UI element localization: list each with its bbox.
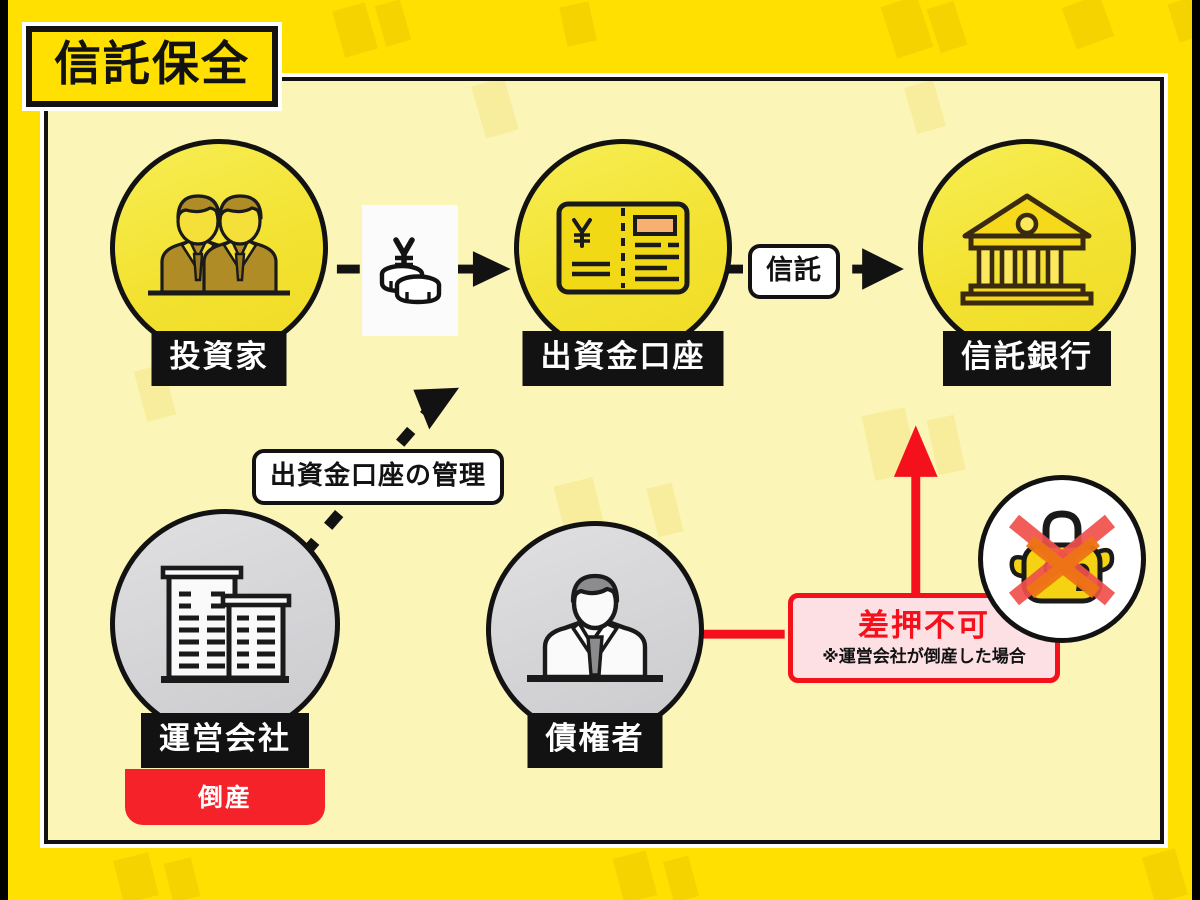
trust-bank-label: 信託銀行 [943, 331, 1111, 386]
arrow-operator-manages-account [300, 387, 460, 558]
title-badge-inner: 信託保全 [26, 26, 278, 107]
watermark-shape [163, 857, 201, 900]
operating-company-label: 運営会社 [141, 713, 309, 768]
bank-building-icon [960, 193, 1094, 306]
watermark-shape [663, 855, 699, 900]
bankbook-icon [556, 201, 690, 295]
watermark-shape [1061, 0, 1115, 50]
investment-account-circle [514, 139, 732, 357]
diagram-panel-inner: 投資家 [44, 77, 1164, 844]
crossed-out-padlock-icon [1008, 510, 1116, 606]
watermark-shape [1142, 848, 1188, 900]
money-transfer-icon-card [362, 205, 458, 336]
businessman-icon [527, 573, 663, 682]
node-investor[interactable]: 投資家 [110, 139, 328, 386]
investment-account-label: 出資金口座 [522, 331, 724, 386]
arrow-creditor-seizure-blocked [703, 425, 938, 639]
trust-connector-text: 信託 [766, 255, 822, 286]
investor-circle [110, 139, 328, 357]
watermark-shape [1167, 0, 1192, 43]
watermark-shape [559, 1, 597, 47]
seizure-warning-subtitle: ※運営会社が倒産した場合 [822, 646, 1026, 667]
arrow-trust-to-bank [852, 248, 904, 290]
account-management-text: 出資金口座の管理 [270, 461, 487, 491]
creditor-label: 債権者 [527, 713, 663, 768]
node-operating-company[interactable]: 運営会社 倒産 [110, 509, 340, 825]
trust-connector-label: 信託 [748, 244, 840, 299]
seizure-warning-title: 差押不可 [858, 607, 990, 644]
watermark-shape [612, 850, 658, 900]
yen-coins-icon [379, 236, 442, 304]
two-businessmen-icon [148, 194, 290, 296]
crossed-padlock-bubble [978, 475, 1146, 643]
watermark-shape [113, 852, 159, 900]
operating-company-circle [110, 509, 340, 739]
account-management-connector-label: 出資金口座の管理 [252, 449, 505, 505]
page-title: 信託保全 [54, 37, 250, 92]
watermark-shape [332, 2, 378, 58]
bankruptcy-badge: 倒産 [125, 769, 325, 825]
office-buildings-icon [160, 565, 292, 683]
node-investment-account[interactable]: 出資金口座 [514, 139, 732, 386]
trust-bank-circle [918, 139, 1136, 357]
node-creditor[interactable]: 債権者 [486, 521, 704, 768]
watermark-shape [374, 0, 412, 47]
connector-wires [300, 248, 938, 639]
node-trust-bank[interactable]: 信託銀行 [918, 139, 1136, 386]
investor-label: 投資家 [151, 331, 287, 386]
diagram-panel: 投資家 [40, 73, 1168, 848]
title-badge: 信託保全 [22, 22, 282, 111]
creditor-circle [486, 521, 704, 739]
arrow-money-to-account [455, 251, 511, 287]
